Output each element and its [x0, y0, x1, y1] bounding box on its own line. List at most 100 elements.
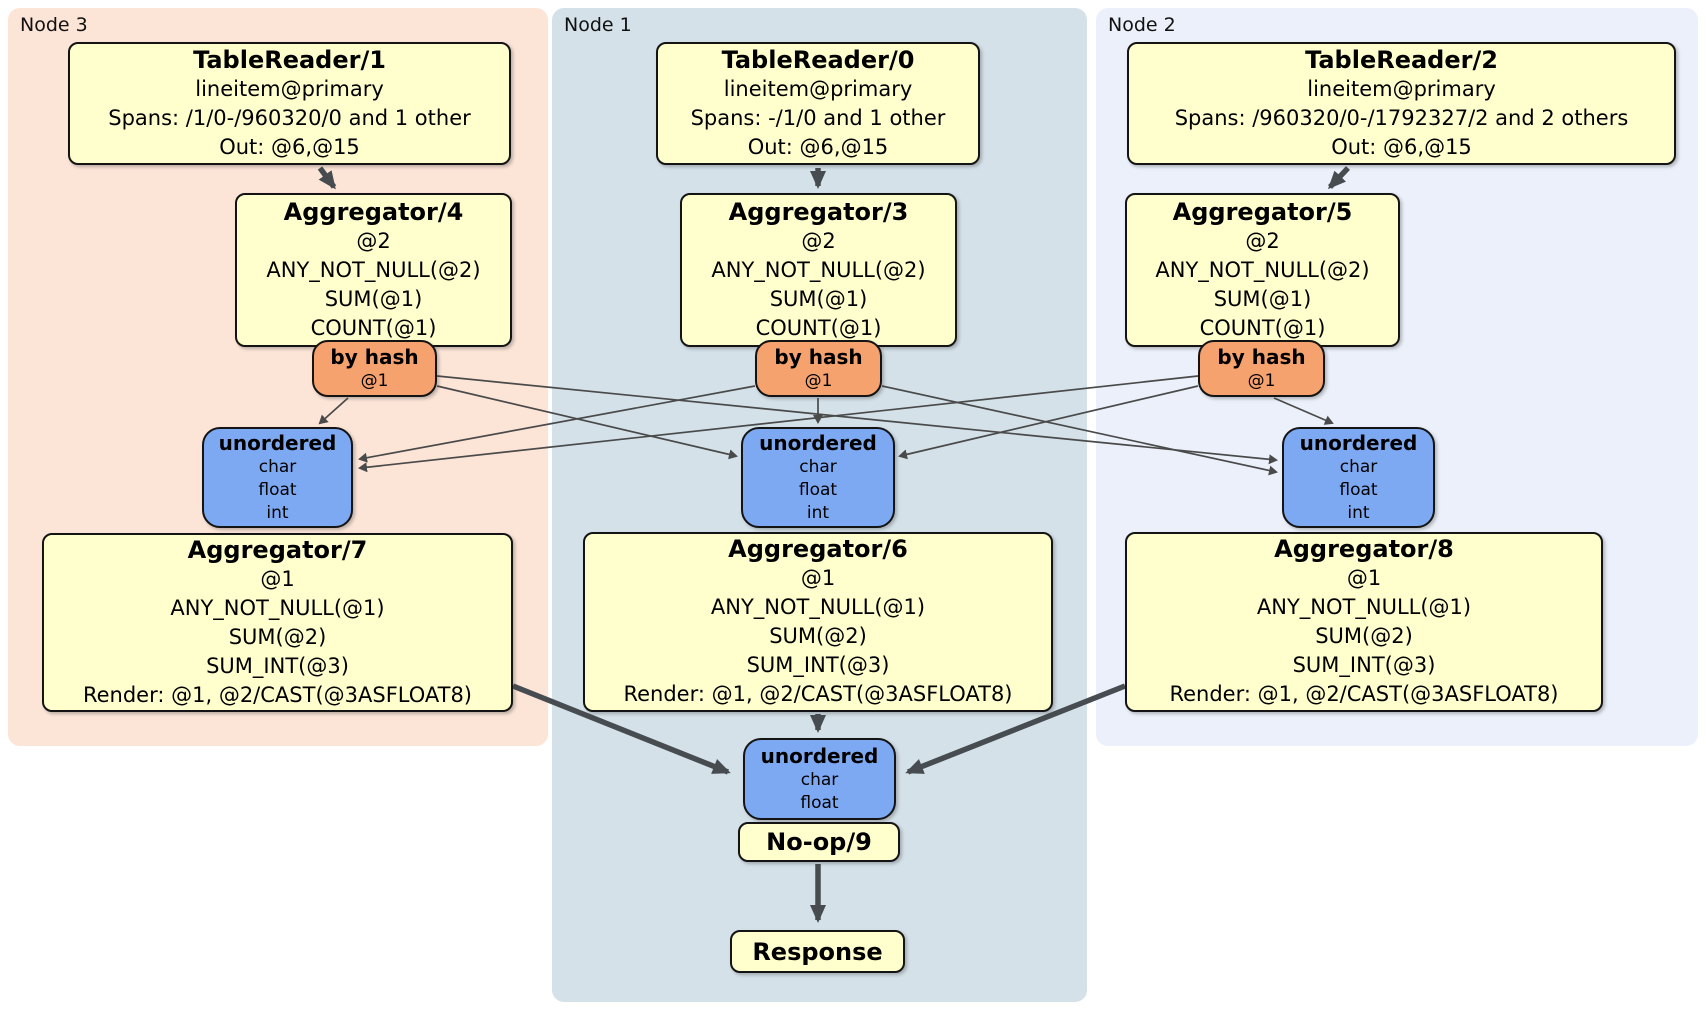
aggregator-7-box: Aggregator/7 @1 ANY_NOT_NULL(@1) SUM(@2)… [42, 533, 513, 712]
box-line: Render: @1, @2/CAST(@3ASFLOAT8) [1169, 682, 1559, 706]
box-title: Response [752, 937, 883, 966]
box-line: Out: @6,@15 [219, 134, 360, 159]
box-line: int [1347, 502, 1370, 523]
response-box: Response [730, 930, 905, 973]
box-line: COUNT(@1) [1199, 315, 1326, 340]
box-line: ANY_NOT_NULL(@2) [266, 257, 481, 282]
box-line: Spans: /960320/0-/1792327/2 and 2 others [1174, 105, 1629, 130]
box-title: Aggregator/6 [728, 535, 908, 563]
edge-hash1-to-sync2 [881, 385, 1278, 476]
unordered-sync-final: unordered char float [743, 738, 896, 820]
box-line: char [258, 456, 297, 477]
box-line: SUM(@2) [769, 624, 867, 648]
edge-tablereader2-to-aggregator5 [1327, 166, 1350, 190]
box-title: Aggregator/4 [283, 197, 464, 226]
edge-aggregator7-to-final-sync [511, 683, 731, 775]
region-node-1-label: Node 1 [564, 14, 632, 36]
box-line: char [800, 769, 839, 790]
aggregator-3-box: Aggregator/3 @2 ANY_NOT_NULL(@2) SUM(@1)… [680, 193, 957, 347]
box-title: unordered [218, 430, 337, 455]
tablereader-1-box: TableReader/1 lineitem@primary Spans: /1… [68, 42, 511, 165]
box-line: Spans: -/1/0 and 1 other [690, 105, 946, 130]
edge-tablereader1-to-aggregator4 [317, 166, 337, 190]
box-title: TableReader/0 [721, 45, 915, 74]
box-line: float [1339, 479, 1378, 500]
box-line: Spans: /1/0-/960320/0 and 1 other [108, 105, 471, 130]
region-node-2-label: Node 2 [1108, 14, 1176, 36]
noop-box: No-op/9 [738, 822, 900, 862]
box-title: by hash [1217, 345, 1306, 369]
box-line: SUM(@2) [228, 624, 327, 649]
box-line: ANY_NOT_NULL(@2) [711, 257, 926, 282]
edge-hash2-to-sync3 [358, 375, 1199, 473]
hash-router-node1: by hash @1 [755, 340, 882, 397]
box-line: COUNT(@1) [310, 315, 437, 340]
unordered-sync-node1: unordered char float int [741, 427, 895, 528]
box-line: lineitem@primary [1307, 76, 1496, 101]
box-line: Out: @6,@15 [1331, 134, 1472, 159]
box-line: ANY_NOT_NULL(@1) [1256, 595, 1472, 619]
box-line: Out: @6,@15 [747, 134, 889, 159]
box-line: @1 [1346, 566, 1382, 590]
box-title: Aggregator/5 [1172, 197, 1353, 226]
edge-hash2-to-sync1 [898, 385, 1199, 460]
box-line: lineitem@primary [195, 76, 384, 101]
box-title: unordered [1299, 430, 1418, 455]
box-line: @1 [800, 566, 836, 590]
box-line: int [266, 502, 289, 523]
box-line: ANY_NOT_NULL(@1) [710, 595, 926, 619]
box-line: @1 [360, 371, 389, 391]
unordered-sync-node3: unordered char float int [202, 427, 353, 528]
hash-router-node3: by hash @1 [312, 340, 437, 397]
edge-hash3-to-sync3 [318, 397, 349, 425]
edge-hash3-to-sync1 [436, 385, 738, 460]
box-title: TableReader/1 [193, 45, 386, 74]
box-title: Aggregator/8 [1274, 535, 1454, 563]
box-line: SUM_INT(@3) [1292, 653, 1436, 677]
box-line: SUM(@2) [1315, 624, 1413, 648]
box-title: by hash [774, 345, 863, 369]
box-line: Render: @1, @2/CAST(@3ASFLOAT8) [623, 682, 1013, 706]
box-line: SUM(@1) [324, 286, 423, 311]
box-line: SUM(@1) [769, 286, 868, 311]
aggregator-4-box: Aggregator/4 @2 ANY_NOT_NULL(@2) SUM(@1)… [235, 193, 512, 347]
box-line: int [806, 502, 830, 523]
box-line: SUM(@1) [1213, 286, 1312, 311]
box-title: Aggregator/3 [728, 197, 909, 226]
box-line: @1 [260, 566, 295, 591]
box-line: Render: @1, @2/CAST(@3ASFLOAT8) [82, 682, 473, 707]
box-line: ANY_NOT_NULL(@2) [1155, 257, 1370, 282]
box-line: @1 [1247, 371, 1276, 391]
hash-router-node2: by hash @1 [1198, 340, 1325, 397]
box-title: unordered [760, 743, 879, 768]
edge-hash1-to-sync3 [358, 385, 756, 463]
box-line: SUM_INT(@3) [746, 653, 890, 677]
region-node-3-label: Node 3 [20, 14, 88, 36]
box-line: float [798, 479, 838, 500]
box-line: @2 [801, 228, 836, 253]
box-line: @2 [356, 228, 391, 253]
tablereader-2-box: TableReader/2 lineitem@primary Spans: /9… [1127, 42, 1676, 165]
tablereader-0-box: TableReader/0 lineitem@primary Spans: -/… [656, 42, 980, 165]
box-title: Aggregator/7 [187, 535, 368, 564]
box-line: COUNT(@1) [755, 315, 882, 340]
box-title: by hash [330, 345, 419, 369]
box-line: float [800, 792, 839, 813]
box-line: SUM_INT(@3) [206, 653, 349, 678]
aggregator-5-box: Aggregator/5 @2 ANY_NOT_NULL(@2) SUM(@1)… [1125, 193, 1400, 347]
box-line: ANY_NOT_NULL(@1) [170, 595, 385, 620]
edge-aggregator8-to-final-sync [905, 683, 1127, 775]
box-title: TableReader/2 [1305, 45, 1498, 74]
box-line: char [799, 456, 837, 477]
box-line: @1 [804, 371, 833, 391]
aggregator-8-box: Aggregator/8 @1 ANY_NOT_NULL(@1) SUM(@2)… [1125, 532, 1603, 712]
box-line: lineitem@primary [723, 76, 913, 101]
edge-hash2-to-sync2 [1273, 397, 1334, 425]
aggregator-6-box: Aggregator/6 @1 ANY_NOT_NULL(@1) SUM(@2)… [583, 532, 1053, 712]
edge-hash3-to-sync2 [436, 375, 1278, 465]
box-line: @2 [1245, 228, 1280, 253]
box-title: unordered [759, 430, 877, 455]
unordered-sync-node2: unordered char float int [1282, 427, 1435, 528]
